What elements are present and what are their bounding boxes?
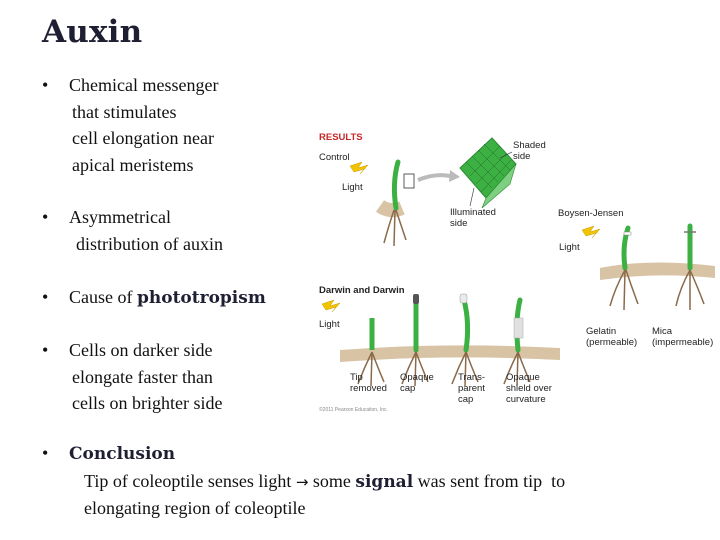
bullet-text: Asymmetrical (69, 207, 171, 227)
gelatin-seedling (609, 225, 639, 311)
bullet-text: cell elongation near (72, 128, 214, 148)
bullet-4: • Cells on darker side elongate faster th… (42, 337, 222, 417)
gelatin-label: (permeable) (586, 337, 637, 348)
copyright-label: ©2011 Pearson Education, Inc. (319, 406, 388, 413)
bullet-marker: • (42, 340, 49, 360)
gelatin-label: Gelatin (586, 326, 616, 337)
bullet-text: apical meristems (72, 154, 194, 175)
light-label: Light (342, 182, 363, 193)
bullet-text: Cells on darker side (69, 340, 213, 360)
arrow-icon (449, 170, 460, 182)
mica-label: Mica (652, 326, 673, 337)
control-label: Control (319, 152, 350, 163)
mica-label: (impermeable) (652, 337, 713, 348)
cell-grid-illustration (459, 137, 517, 209)
arrow-icon: → (295, 472, 309, 491)
opaque-shield-label: Opaque (506, 372, 540, 383)
bullet-text: Cause of (69, 287, 137, 307)
opaque-cap-seedling (401, 294, 429, 387)
opaque-cap-label: cap (400, 383, 415, 394)
arrow-icon (417, 173, 451, 182)
bullet-marker: • (42, 287, 49, 307)
mica-seedling (675, 223, 705, 310)
bullet-text: that stimulates (72, 101, 177, 122)
tip-removed-label: Tip (350, 372, 363, 383)
bullet-text: elongating region of coleoptile (84, 498, 306, 518)
light-label: Light (559, 242, 580, 253)
lightning-icon (349, 161, 369, 175)
bullet-marker: • (42, 75, 49, 95)
bullet-text: cells on brighter side (72, 393, 223, 413)
bullet-marker: • (42, 443, 49, 463)
bullet-text: some (308, 470, 356, 491)
darwin-label: Darwin and Darwin (319, 285, 405, 296)
opaque-shield-label: shield over (506, 383, 552, 394)
phototropism-figure: RESULTS Control Light Shaded side Illumi… (319, 132, 715, 413)
illuminated-side-label: Illuminated (450, 207, 496, 218)
highlight-term: phototropism (136, 288, 266, 308)
shaded-side-label: Shaded (513, 140, 546, 151)
bullet-marker: • (42, 207, 49, 227)
highlight-term: signal (355, 471, 414, 492)
opaque-cap-label: Opaque (400, 372, 434, 383)
soil-strip (340, 345, 560, 362)
boysen-jensen-label: Boysen-Jensen (558, 208, 623, 219)
bullet-text: Chemical messenger (69, 75, 219, 95)
bullet-text: was sent from tip to (413, 470, 566, 491)
bullet-text: distribution of auxin (76, 233, 223, 254)
bullet-3: • Cause of phototropism (42, 284, 266, 312)
transparent-cap-label: Trans- (458, 372, 485, 383)
tip-removed-label: removed (350, 383, 387, 394)
conclusion-heading: Conclusion (69, 444, 176, 464)
bullet-text: elongate faster than (72, 366, 213, 387)
opaque-shield-seedling (503, 297, 531, 387)
bullet-text: Tip of coleoptile senses light (84, 470, 296, 491)
slide-title: Auxin (42, 14, 143, 50)
bullet-2: • Asymmetrical distribution of auxin (42, 204, 223, 257)
shaded-side-label: side (513, 151, 530, 162)
control-seedling (375, 159, 415, 247)
transparent-cap-label: cap (458, 394, 473, 405)
soil-strip (600, 262, 715, 280)
results-label: RESULTS (319, 132, 363, 143)
illuminated-side-label: side (450, 218, 467, 229)
tip-removed-seedling (357, 318, 385, 387)
opaque-shield-label: curvature (506, 394, 546, 405)
transparent-cap-seedling (451, 293, 479, 387)
light-label: Light (319, 319, 340, 330)
transparent-cap-label: parent (458, 383, 485, 394)
lightning-icon (581, 225, 601, 239)
lightning-icon (321, 299, 341, 313)
bullet-1: • Chemical messenger that stimulates cell… (42, 72, 218, 178)
bullet-5: • Conclusion Tip of coleoptile senses lig… (42, 440, 565, 522)
